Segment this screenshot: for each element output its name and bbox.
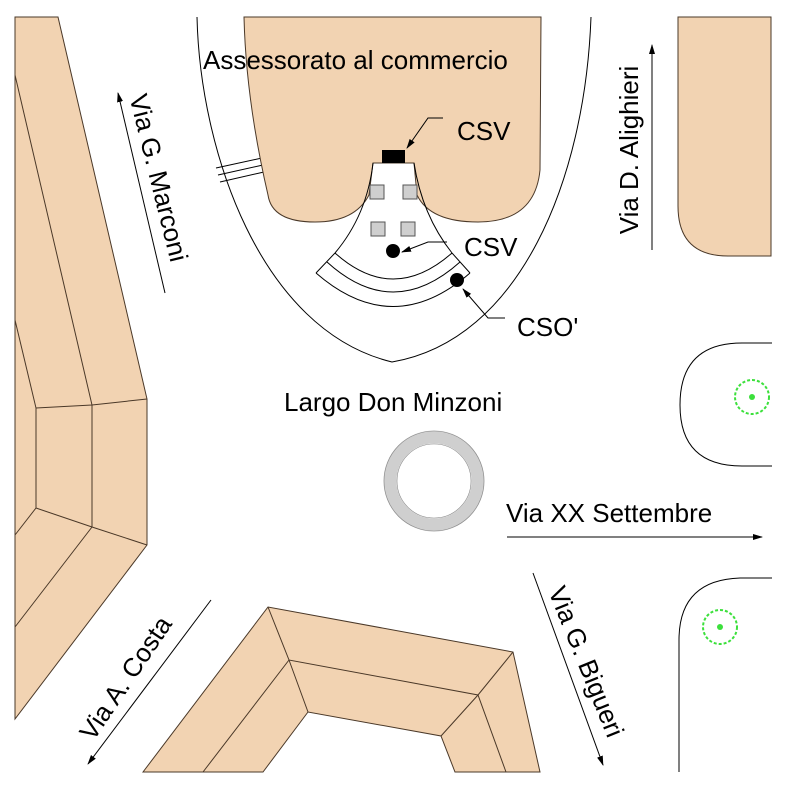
crosswalk <box>215 157 265 183</box>
building-top-right <box>677 16 772 257</box>
csv-point <box>386 244 400 258</box>
square-label: Largo Don Minzoni <box>284 387 502 417</box>
marker-label-cso: CSO' <box>517 312 578 342</box>
csv-box <box>382 150 405 163</box>
tree-icon <box>702 609 738 645</box>
roundabout <box>383 430 485 532</box>
leader-cso <box>462 288 505 319</box>
cso-point <box>450 273 464 287</box>
street-label-alighieri: Via D. Alighieri <box>614 66 644 235</box>
street-label-costa: Via A. Costa <box>73 610 178 745</box>
street-label-bigueri: Via G. Bigueri <box>542 582 630 742</box>
leader-csv-top <box>406 117 443 149</box>
seat-blocks <box>369 184 418 237</box>
building-assessorato <box>243 16 542 223</box>
piazza-outline <box>196 16 592 363</box>
building-bottom <box>141 606 541 773</box>
street-label-xx-settembre: Via XX Settembre <box>506 498 712 528</box>
street-label-marconi: Via G. Marconi <box>123 91 194 265</box>
leader-csv-mid <box>401 241 447 253</box>
marker-label-csv-mid: CSV <box>464 232 518 262</box>
marker-label-csv-top: CSV <box>457 116 511 146</box>
direction-arrow <box>532 572 604 766</box>
direction-arrow <box>87 599 212 765</box>
direction-arrow <box>117 92 166 294</box>
curb-island-lower-right <box>678 577 772 772</box>
building-left <box>14 16 148 721</box>
building-label: Assessorato al commercio <box>203 45 508 75</box>
curb-island-right <box>679 342 772 467</box>
tree-icon <box>734 379 770 415</box>
stage-area <box>315 162 471 307</box>
